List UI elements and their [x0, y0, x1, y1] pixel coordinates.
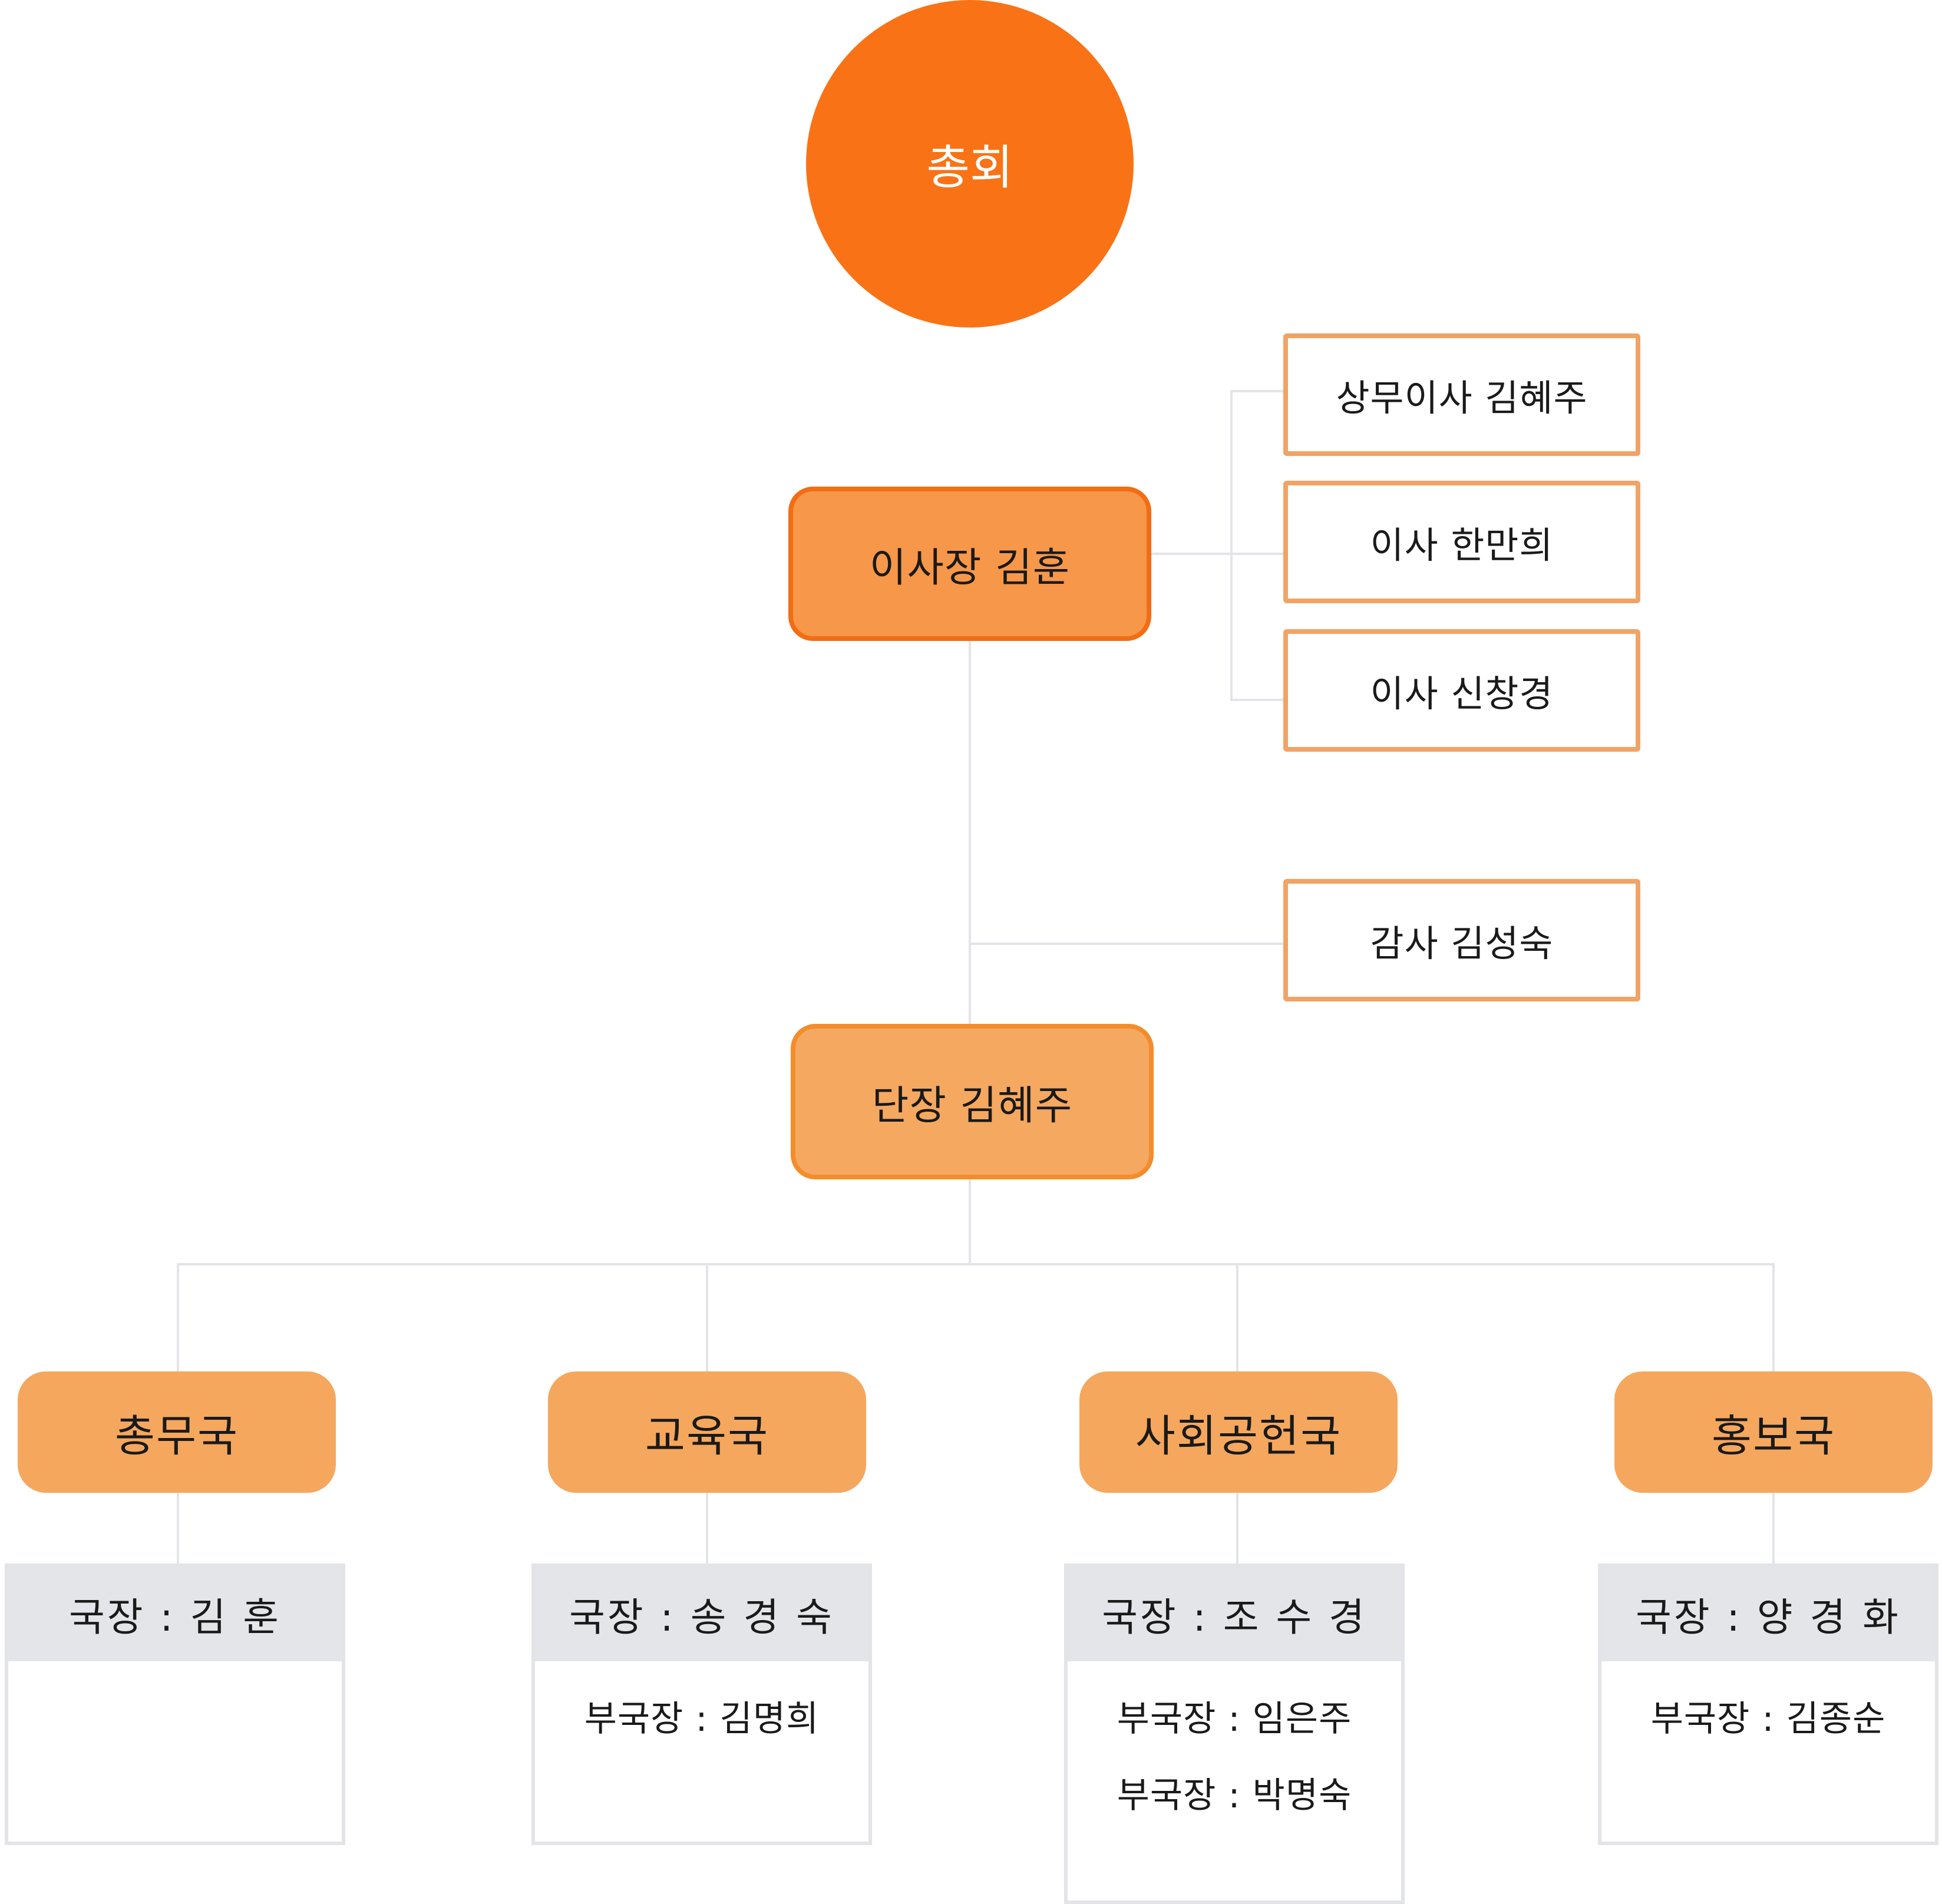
- director-node-3: 이사 신창경: [1283, 629, 1640, 752]
- connector-dept-1-card: [177, 1493, 179, 1563]
- connector-to-auditor: [969, 943, 1283, 945]
- chairman-label: 이사장 김훈: [869, 544, 1071, 591]
- department-name: 사회공헌국: [1135, 1410, 1342, 1462]
- connector-dept-1-down: [177, 1263, 179, 1371]
- department-node-public-relations: 홍보국: [1614, 1371, 1933, 1493]
- connector-chair-to-leader: [969, 641, 971, 1024]
- connector-dept-4-card: [1772, 1493, 1775, 1563]
- auditor-node: 감사 김성숙: [1283, 879, 1640, 1001]
- department-node-social-contribution: 사회공헌국: [1079, 1371, 1398, 1493]
- connector-dept-3-card: [1236, 1493, 1238, 1563]
- general-assembly-node: 총회: [806, 0, 1134, 328]
- connector-to-director-3: [1230, 699, 1283, 701]
- connector-directors-vertical: [1230, 390, 1233, 701]
- general-assembly-label: 총회: [926, 140, 1013, 195]
- department-head-label: 국장 : 조 수 경: [1068, 1567, 1401, 1661]
- connector-dept-2-down: [706, 1263, 708, 1371]
- chairman-node: 이사장 김훈: [788, 487, 1151, 641]
- director-label: 이사 신창경: [1370, 672, 1554, 715]
- department-card-public-relations: 국장 : 양 경 화 부국장 : 김종순: [1598, 1563, 1938, 1845]
- director-node-2: 이사 한만희: [1283, 481, 1640, 603]
- department-head-label: 국장 : 김 훈: [8, 1567, 342, 1661]
- department-head-label: 국장 : 송 경 숙: [535, 1567, 868, 1661]
- department-card-general-affairs: 국장 : 김 훈: [5, 1563, 345, 1845]
- department-node-general-affairs: 총무국: [18, 1371, 336, 1493]
- director-label: 이사 한만희: [1370, 524, 1554, 567]
- deputy-label: 부국장 : 박명숙: [1117, 1775, 1352, 1816]
- director-node-1: 상무이사 김혜주: [1283, 333, 1640, 456]
- director-label: 상무이사 김혜주: [1336, 376, 1588, 419]
- department-name: 총무국: [114, 1410, 239, 1462]
- department-name: 홍보국: [1711, 1410, 1836, 1462]
- deputy-label: 부국장 : 김명희: [584, 1698, 820, 1740]
- connector-leader-down: [969, 1179, 971, 1264]
- department-head-label: 국장 : 양 경 화: [1601, 1567, 1935, 1661]
- department-node-education: 교육국: [548, 1371, 866, 1493]
- department-card-education: 국장 : 송 경 숙 부국장 : 김명희: [531, 1563, 872, 1845]
- connector-to-director-1: [1230, 390, 1283, 392]
- auditor-label: 감사 김성숙: [1370, 922, 1554, 965]
- deputy-label: 부국장 : 김종순: [1650, 1698, 1886, 1740]
- department-card-social-contribution: 국장 : 조 수 경 부국장 : 임은주 부국장 : 박명숙: [1064, 1563, 1405, 1904]
- connector-dept-2-card: [706, 1493, 708, 1563]
- department-name: 교육국: [645, 1410, 769, 1462]
- deputy-label: 부국장 : 임은주: [1117, 1698, 1352, 1740]
- leader-label: 단장 김혜주: [871, 1082, 1073, 1129]
- connector-chair-to-directors: [1151, 553, 1283, 555]
- connector-dept-4-down: [1772, 1263, 1775, 1371]
- connector-dept-3-down: [1236, 1263, 1238, 1371]
- connector-departments-horizontal: [177, 1263, 1775, 1265]
- leader-node: 단장 김혜주: [791, 1024, 1154, 1179]
